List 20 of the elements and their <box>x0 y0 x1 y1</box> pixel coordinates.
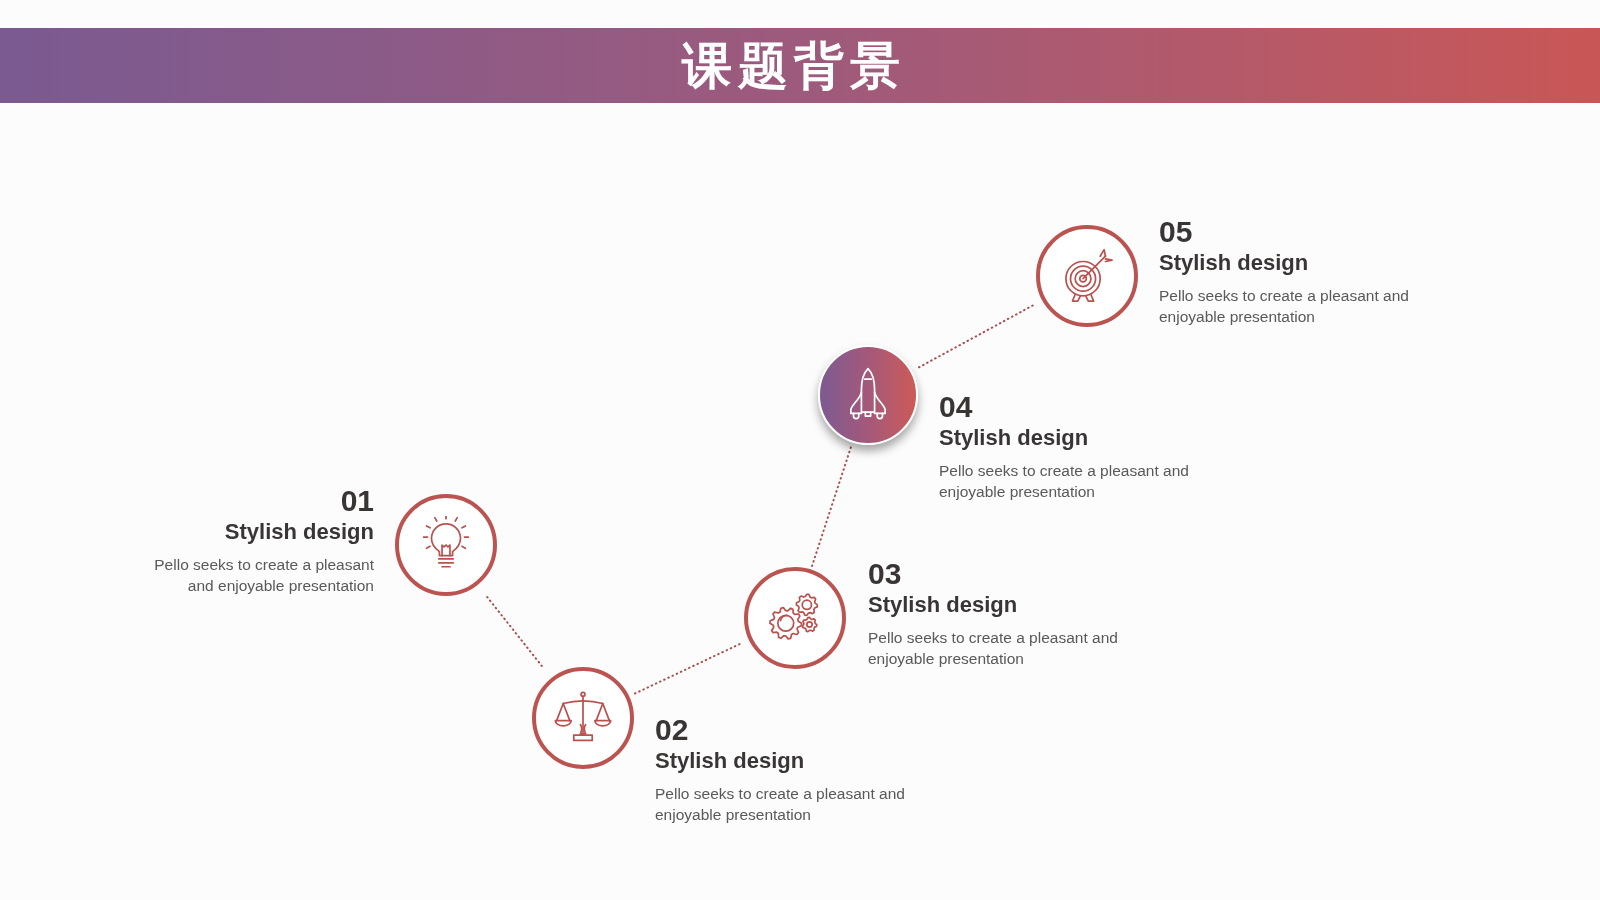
dotted-connector <box>634 641 744 695</box>
step-heading: Stylish design <box>868 591 1018 619</box>
step-description: Pello seeks to create a pleasant and enjoyable presentation <box>939 461 1190 502</box>
dotted-connector <box>486 596 543 667</box>
step-number: 02 <box>655 715 689 745</box>
step-number: 01 <box>340 486 374 516</box>
slide-title: 课题背景 <box>682 36 906 96</box>
step-number: 05 <box>1159 217 1193 247</box>
step-description: Pello seeks to create a pleasant and enjoyable presentation <box>655 784 906 825</box>
step-number: 04 <box>939 392 973 422</box>
step-description: Pello seeks to create a pleasant and enjoyable presentation <box>153 555 374 596</box>
step-heading: Stylish design <box>939 424 1089 452</box>
step-heading: Stylish design <box>224 518 374 546</box>
dotted-connector <box>918 303 1036 369</box>
step-heading: Stylish design <box>655 747 805 775</box>
dotted-connector <box>811 445 853 567</box>
step-number: 03 <box>868 559 902 589</box>
step-description: Pello seeks to create a pleasant and enjoyable presentation <box>1159 286 1410 327</box>
step-description: Pello seeks to create a pleasant and enjoyable presentation <box>868 628 1119 669</box>
step-heading: Stylish design <box>1159 249 1309 277</box>
